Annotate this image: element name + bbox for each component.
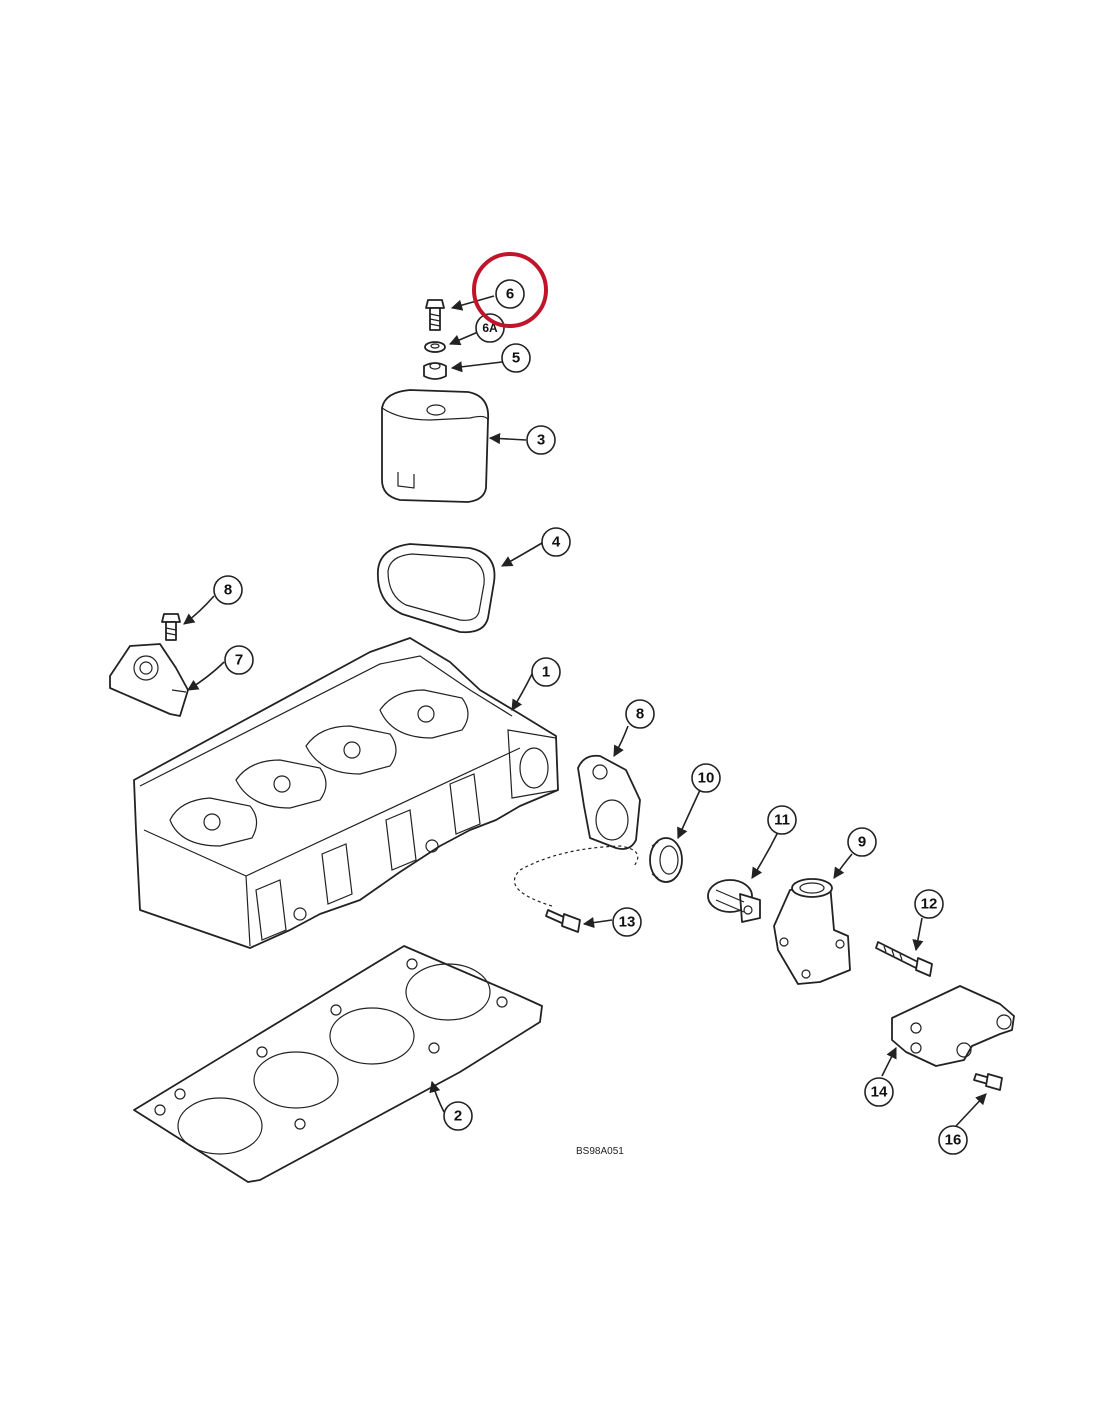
- svg-text:13: 13: [619, 914, 636, 931]
- sensor-wire: [514, 845, 639, 907]
- svg-text:12: 12: [921, 896, 938, 913]
- grommet-part-5: [423, 362, 447, 380]
- callout-10: 9: [847, 827, 877, 857]
- thermostat-part-12: [707, 879, 761, 923]
- svg-text:11: 11: [774, 812, 790, 829]
- callout-4: 4: [541, 527, 571, 557]
- seal-part-11: [649, 837, 683, 883]
- callout-13: 12: [914, 889, 944, 919]
- callout-11: 10: [691, 763, 721, 793]
- thermostat-housing-part-10: [773, 878, 851, 985]
- callout-3: 3: [526, 425, 556, 455]
- callout-8: 8: [213, 575, 243, 605]
- washer-part-6a: [424, 341, 446, 353]
- callout-14: 13: [612, 907, 642, 937]
- svg-text:5: 5: [512, 350, 520, 367]
- svg-text:9: 9: [858, 834, 866, 851]
- svg-text:2: 2: [454, 1108, 462, 1125]
- callout-1: 1: [531, 657, 561, 687]
- svg-text:3: 3: [537, 432, 545, 449]
- svg-text:7: 7: [235, 652, 243, 669]
- bolt-part-14: [545, 909, 581, 933]
- valve-cover-part-3: [381, 389, 490, 503]
- svg-text:16: 16: [945, 1132, 962, 1149]
- svg-text:10: 10: [698, 770, 715, 787]
- leader-lines: [183, 295, 987, 1127]
- svg-text:1: 1: [542, 664, 550, 681]
- cylinder-head-part-1: [133, 637, 559, 949]
- bracket-part-7: [109, 643, 189, 717]
- svg-text:8: 8: [224, 582, 232, 599]
- svg-text:4: 4: [552, 534, 561, 551]
- callout-12: 11: [767, 805, 797, 835]
- callout-7: 7: [224, 645, 254, 675]
- callout-15: 14: [864, 1077, 894, 1107]
- bolt-part-8: [161, 613, 181, 641]
- callout-5: 5: [501, 343, 531, 373]
- figure-code: BS98A051: [576, 1146, 624, 1157]
- head-gasket-part-2: [133, 945, 543, 1183]
- callout-16: 16: [938, 1125, 968, 1155]
- svg-text:8: 8: [636, 706, 644, 723]
- bolt-part-6: [425, 299, 445, 331]
- svg-text:14: 14: [871, 1084, 888, 1101]
- callout-6: 6: [495, 279, 525, 309]
- svg-text:6: 6: [506, 286, 514, 303]
- callout-6a: 6A: [475, 313, 505, 343]
- bolt-part-16: [973, 1073, 1003, 1091]
- highlight-ring: [472, 252, 548, 328]
- housing-gasket-part-9: [577, 754, 641, 850]
- gasket-part-4: [377, 543, 496, 634]
- callout-9: 8: [625, 699, 655, 729]
- bolt-part-13: [875, 941, 933, 977]
- callout-2: 2: [443, 1101, 473, 1131]
- bracket-part-15: [891, 985, 1015, 1067]
